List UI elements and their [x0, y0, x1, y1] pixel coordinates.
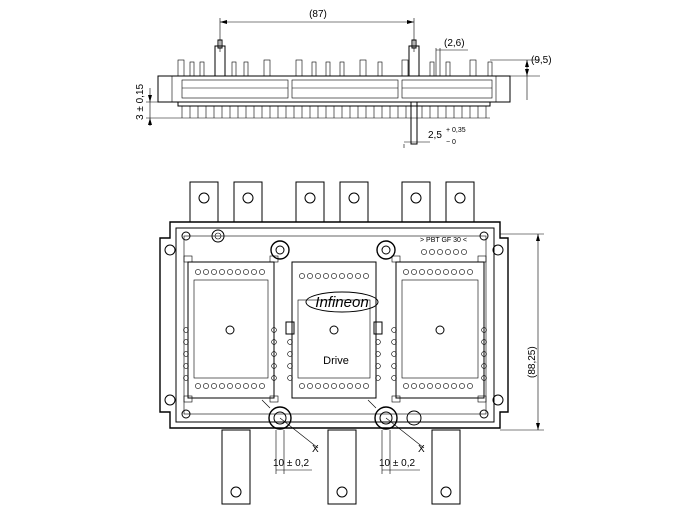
- dim-tol-minus-label: − 0: [446, 139, 456, 146]
- pin-row-bottom-left: [195, 383, 265, 389]
- cell-left: [183, 255, 279, 403]
- dim-thickness-label: 3 ± 0,15: [135, 83, 146, 120]
- top-view: > PBT GF 30 < Infineon Drive (88,25) X X…: [159, 181, 544, 505]
- dim-hole-right-label: 10 ± 0,2: [379, 458, 416, 469]
- product-label: Drive: [323, 355, 349, 367]
- logo-text: Infineon: [315, 294, 368, 311]
- side-view: (87): [135, 9, 552, 148]
- pin-row-bottom-middle: [299, 383, 369, 389]
- pin-row-bottom-right: [403, 383, 473, 389]
- dim-tol-plus-label: + 0,35: [446, 127, 466, 134]
- pin-row-top-far-right: [421, 249, 467, 255]
- pin-row-top-left: [195, 269, 265, 275]
- datum-x-right: X: [418, 444, 425, 455]
- bottom-terminals: [221, 429, 461, 505]
- dim-height-label: (88,25): [527, 346, 538, 378]
- pin-columns: [183, 327, 487, 381]
- dim-pin-height-label: (9,5): [531, 55, 552, 66]
- side-baseplate: [177, 101, 491, 119]
- material-marking: > PBT GF 30 <: [420, 237, 467, 244]
- top-terminals: [189, 181, 475, 223]
- dim-hole-left-label: 10 ± 0,2: [273, 458, 310, 469]
- dim-width-label: (87): [309, 9, 327, 20]
- cell-right: [391, 255, 487, 403]
- infineon-logo: Infineon: [305, 291, 379, 313]
- pin-row-top-middle: [299, 273, 369, 279]
- cell-middle: [285, 261, 383, 399]
- dim-pin-width-label: (2,6): [444, 38, 465, 49]
- datum-x-left: X: [312, 444, 319, 455]
- pin-row-top-right: [403, 269, 473, 275]
- dim-pin-offset-label: 2,5: [428, 130, 442, 141]
